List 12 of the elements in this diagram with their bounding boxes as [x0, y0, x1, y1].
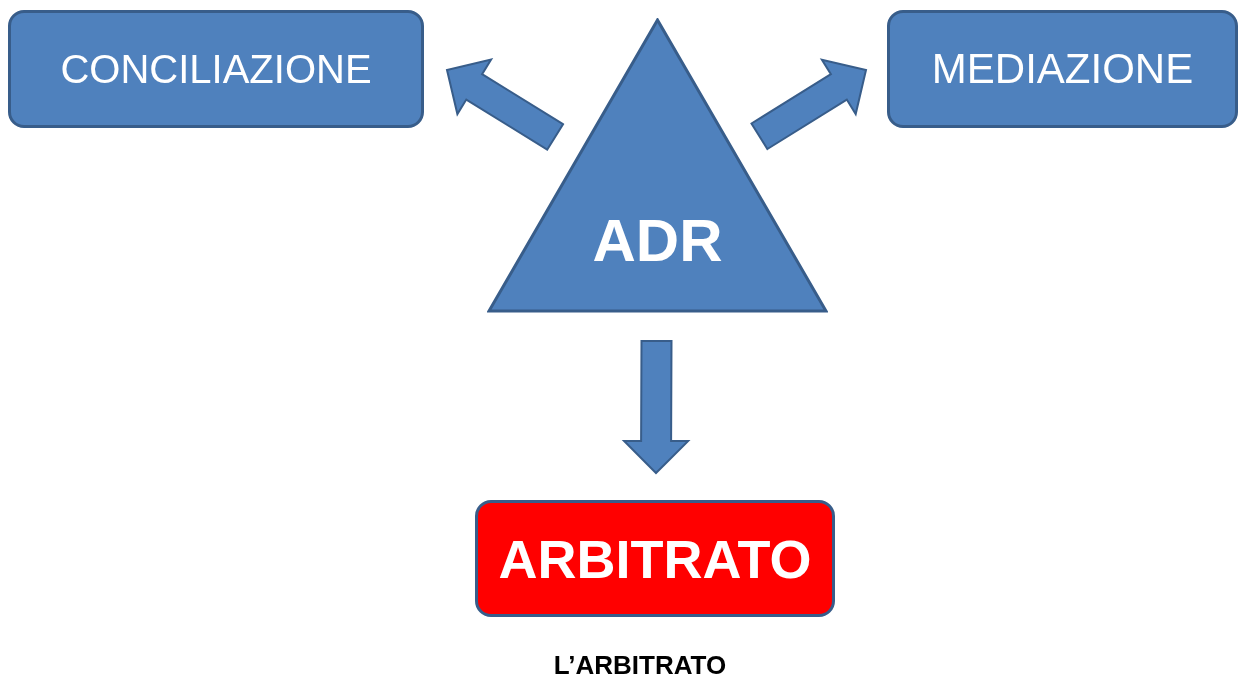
process-box — [8, 10, 424, 128]
process-box — [475, 500, 835, 617]
node-label: ARBITRATO — [498, 531, 812, 586]
block-arrow — [750, 58, 868, 151]
node-label: MEDIAZIONE — [931, 48, 1194, 90]
node-label: CONCILIAZIONE — [60, 49, 372, 89]
node-label: ADR — [592, 205, 723, 271]
triangle-node — [487, 18, 828, 313]
caption: L’ARBITRATO — [552, 652, 728, 678]
process-box — [887, 10, 1238, 128]
block-arrow — [445, 58, 565, 152]
block-arrow — [621, 339, 691, 475]
